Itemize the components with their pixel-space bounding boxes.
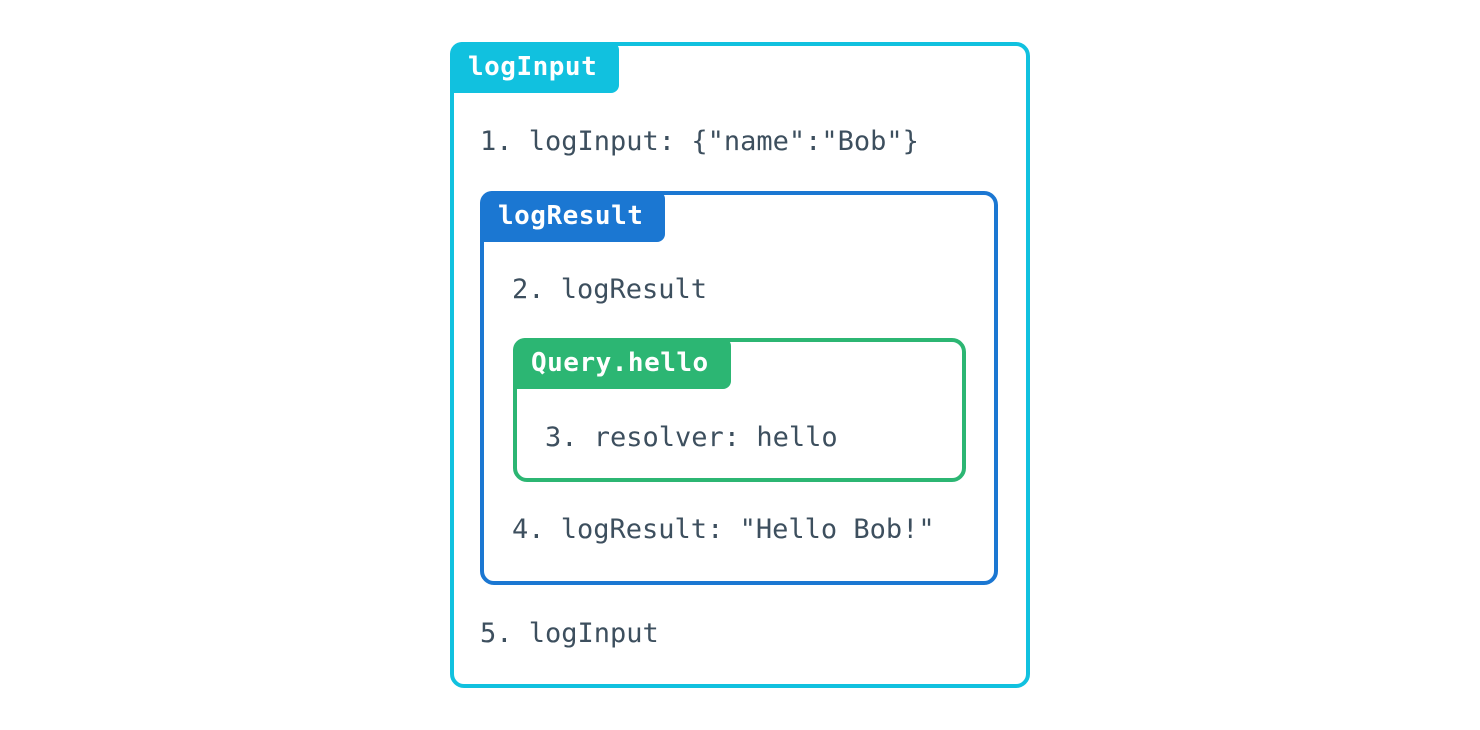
loginput-middleware-box: logInput 1. logInput: {"name":"Bob"} log… — [450, 42, 1030, 688]
logresult-label-badge: logResult — [480, 191, 666, 242]
step-3-resolver-hello: 3. resolver: hello — [545, 422, 838, 453]
query-hello-resolver-box: Query.hello 3. resolver: hello — [513, 338, 966, 482]
step-2-logresult-enter: 2. logResult — [512, 274, 708, 305]
step-5-loginput-exit: 5. logInput — [480, 618, 659, 649]
logresult-middleware-box: logResult 2. logResult Query.hello 3. re… — [480, 191, 998, 585]
query-hello-label-badge: Query.hello — [513, 338, 731, 389]
step-4-logresult-exit: 4. logResult: "Hello Bob!" — [512, 514, 935, 545]
loginput-label-badge: logInput — [450, 42, 620, 93]
step-1-loginput-enter: 1. logInput: {"name":"Bob"} — [480, 126, 919, 157]
